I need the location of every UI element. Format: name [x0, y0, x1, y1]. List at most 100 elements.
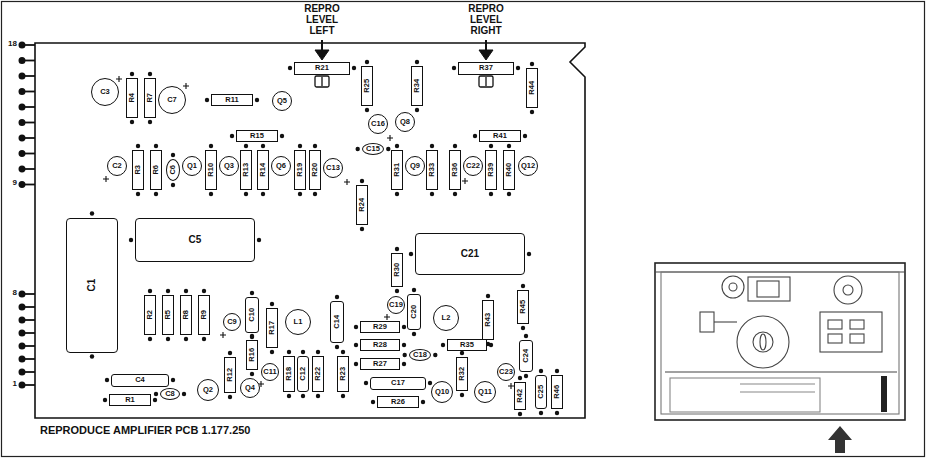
solder-pad [521, 326, 525, 330]
component-reference: R30 [393, 263, 401, 277]
component-reference: C4 [135, 376, 145, 384]
solder-pad [412, 288, 416, 292]
solder-pad [354, 362, 358, 366]
ceramic-capacitor: C8 [160, 388, 180, 400]
film-capacitor: C10 [245, 297, 259, 333]
component-reference: R34 [413, 79, 421, 93]
component-reference: C10 [248, 308, 256, 322]
solder-pad [452, 66, 456, 70]
component-reference: R43 [484, 313, 492, 327]
transistor: Q11 [474, 381, 496, 403]
solder-pad [250, 335, 254, 339]
resistor: R33 [426, 150, 439, 190]
solder-pad [527, 252, 531, 256]
solder-pad [255, 98, 259, 102]
film-capacitor: C12 [297, 356, 310, 392]
component-reference: Q11 [478, 388, 492, 396]
solder-pad [244, 192, 248, 196]
solder-pad [209, 192, 213, 196]
solder-pad [288, 66, 292, 70]
component-reference: C22 [466, 162, 480, 170]
component-reference: C11 [263, 368, 276, 376]
solder-pad [518, 376, 522, 380]
solder-pad [202, 337, 206, 341]
resistor: R24 [356, 185, 369, 225]
solder-pad [270, 350, 274, 354]
component-reference: C12 [299, 367, 307, 381]
solder-pad [335, 295, 339, 299]
solder-pad [489, 144, 493, 148]
resistor: R4 [126, 78, 139, 118]
solder-pad [335, 345, 339, 349]
solder-pad [395, 289, 399, 293]
solder-pad [354, 325, 358, 329]
component-reference: C21 [461, 249, 479, 259]
component-reference: C23 [499, 368, 513, 376]
solder-pad [516, 66, 520, 70]
solder-pad [301, 350, 305, 354]
solder-pad [287, 394, 291, 398]
solder-pad [489, 343, 493, 347]
component-reference: R19 [296, 163, 304, 177]
transistor: Q1 [182, 156, 202, 176]
solder-pad [184, 289, 188, 293]
machine-location-inset [655, 263, 905, 420]
component-reference: C15 [366, 145, 380, 153]
component-reference: Q2 [203, 386, 213, 394]
component-reference: R45 [519, 300, 527, 314]
component-reference: C20 [410, 305, 418, 319]
resistor: R32 [456, 357, 469, 391]
solder-pad [287, 350, 291, 354]
resistor: R46 [551, 375, 564, 409]
pin-number: 8 [2, 289, 17, 298]
ceramic-capacitor: C15 [362, 143, 385, 155]
solder-pad [341, 394, 345, 398]
large-capacitor: C1 [66, 218, 118, 353]
component-reference: R36 [451, 163, 459, 177]
solder-pad [148, 120, 152, 124]
component-reference: R3 [134, 165, 142, 175]
component-reference: R25 [363, 79, 371, 93]
large-capacitor: C21 [415, 233, 525, 275]
solder-pad [209, 144, 213, 148]
solder-pad [301, 394, 305, 398]
transistor: Q9 [405, 156, 425, 176]
film-capacitor: C24 [519, 340, 533, 372]
solder-pad [507, 192, 511, 196]
solder-pad [148, 337, 152, 341]
component-reference: R4 [128, 93, 136, 103]
solder-pad [403, 353, 407, 357]
component-reference: R16 [248, 348, 256, 362]
component-reference: R31 [393, 163, 401, 177]
solder-pad [316, 394, 320, 398]
solder-pad [154, 144, 158, 148]
solder-pad [530, 62, 534, 66]
resistor: R8 [180, 295, 193, 335]
solder-pad [507, 144, 511, 148]
solder-pad [182, 392, 186, 396]
component-reference: R10 [207, 163, 215, 177]
solder-pad [430, 144, 434, 148]
electrolytic-capacitor: C7 [158, 86, 186, 114]
solder-pad [395, 247, 399, 251]
resistor: R42 [514, 382, 527, 410]
component-reference: R21 [315, 64, 329, 72]
component-reference: Q6 [276, 162, 286, 170]
solder-pad [365, 60, 369, 64]
trimmer-knob [315, 76, 493, 87]
resistor: R22 [312, 356, 325, 392]
resistor: R28 [360, 339, 400, 351]
solder-pad [523, 134, 527, 138]
resistor: R12 [224, 357, 237, 393]
resistor: R40 [503, 150, 516, 190]
component-reference: R33 [428, 163, 436, 177]
resistor: R13 [240, 150, 253, 190]
solder-pad [428, 381, 432, 385]
solder-pad [489, 192, 493, 196]
resistor: R36 [449, 150, 462, 190]
electrolytic-capacitor: C22 [463, 156, 483, 176]
component-reference: Q12 [521, 162, 535, 170]
solder-pad [402, 325, 406, 329]
solder-pad [460, 351, 464, 355]
resistor: R1 [109, 394, 151, 406]
